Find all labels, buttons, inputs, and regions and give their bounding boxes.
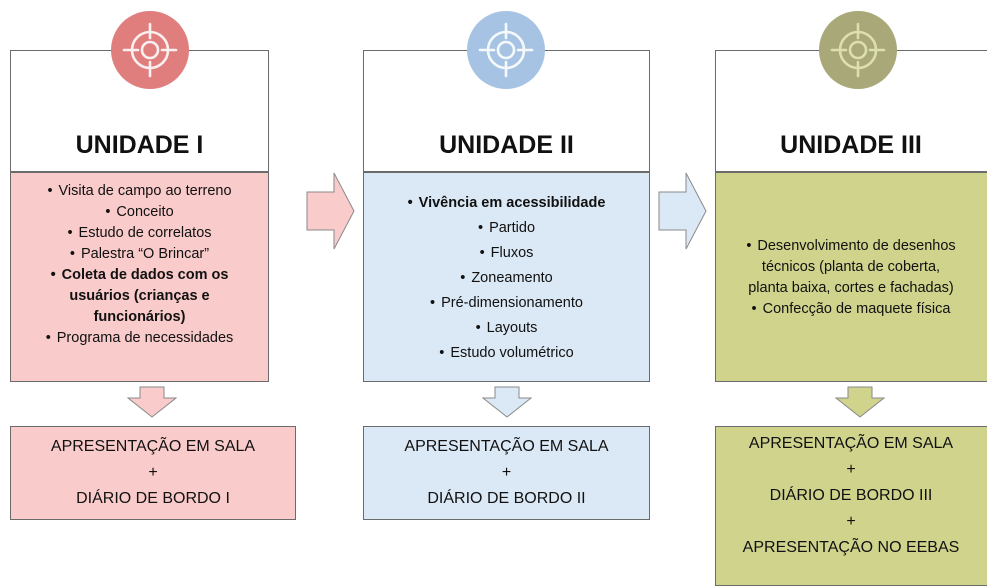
list-item: •Pré-dimensionamento <box>430 295 583 311</box>
list-item: funcionários) <box>93 309 186 325</box>
unit-2-content: •Vivência em acessibilidade •Partido •Fl… <box>363 172 650 382</box>
output-line: + <box>846 513 856 530</box>
list-item: •Estudo volumétrico <box>439 345 574 361</box>
list-item: planta baixa, cortes e fachadas) <box>748 280 954 296</box>
list-item: •Fluxos <box>479 245 534 261</box>
list-item: usuários (crianças e <box>69 288 210 304</box>
output-line: APRESENTAÇÃO EM SALA <box>50 438 256 455</box>
list-item: •Vivência em acessibilidade <box>407 195 606 211</box>
output-line: APRESENTAÇÃO EM SALA <box>748 435 954 452</box>
down-arrow-icon <box>127 386 177 418</box>
output-line: APRESENTAÇÃO EM SALA <box>404 438 609 455</box>
down-arrow-icon <box>835 386 885 418</box>
unit-2-output: APRESENTAÇÃO EM SALA + DIÁRIO DE BORDO I… <box>363 426 650 520</box>
target-icon <box>819 11 897 89</box>
unit-2-title: UNIDADE II <box>439 131 574 159</box>
list-item: •Programa de necessidades <box>45 330 234 346</box>
output-line: + <box>148 464 158 481</box>
unit-3-content: •Desenvolvimento de desenhos técnicos (p… <box>715 172 987 382</box>
list-item: •Conceito <box>105 204 174 220</box>
unit-3-title: UNIDADE III <box>780 131 922 159</box>
target-icon <box>467 11 545 89</box>
list-item: •Layouts <box>475 320 538 336</box>
list-item: •Zoneamento <box>460 270 553 286</box>
right-arrow-icon <box>306 172 355 250</box>
list-item: •Palestra “O Brincar” <box>69 246 210 262</box>
output-line: + <box>846 461 856 478</box>
down-arrow-icon <box>482 386 532 418</box>
right-arrow-icon <box>658 172 707 250</box>
list-item: •Desenvolvimento de desenhos <box>746 238 956 254</box>
unit-1-output: APRESENTAÇÃO EM SALA + DIÁRIO DE BORDO I <box>10 426 296 520</box>
list-item: técnicos (planta de coberta, <box>761 259 941 275</box>
list-item: •Estudo de correlatos <box>67 225 212 241</box>
unit-1-content: •Visita de campo ao terreno •Conceito •E… <box>10 172 269 382</box>
output-line: + <box>501 464 512 481</box>
output-line: APRESENTAÇÃO NO EEBAS <box>742 539 960 556</box>
list-item: •Partido <box>477 220 536 236</box>
output-line: DIÁRIO DE BORDO III <box>769 487 933 504</box>
output-line: DIÁRIO DE BORDO I <box>76 490 230 507</box>
list-item: •Confecção de maquete física <box>751 301 951 317</box>
target-icon <box>111 11 189 89</box>
unit-3-output: APRESENTAÇÃO EM SALA + DIÁRIO DE BORDO I… <box>715 426 987 586</box>
output-line: DIÁRIO DE BORDO II <box>427 490 586 507</box>
list-item: •Visita de campo ao terreno <box>47 183 232 199</box>
list-item: •Coleta de dados com os <box>50 267 229 283</box>
unit-1-title: UNIDADE I <box>75 131 204 159</box>
